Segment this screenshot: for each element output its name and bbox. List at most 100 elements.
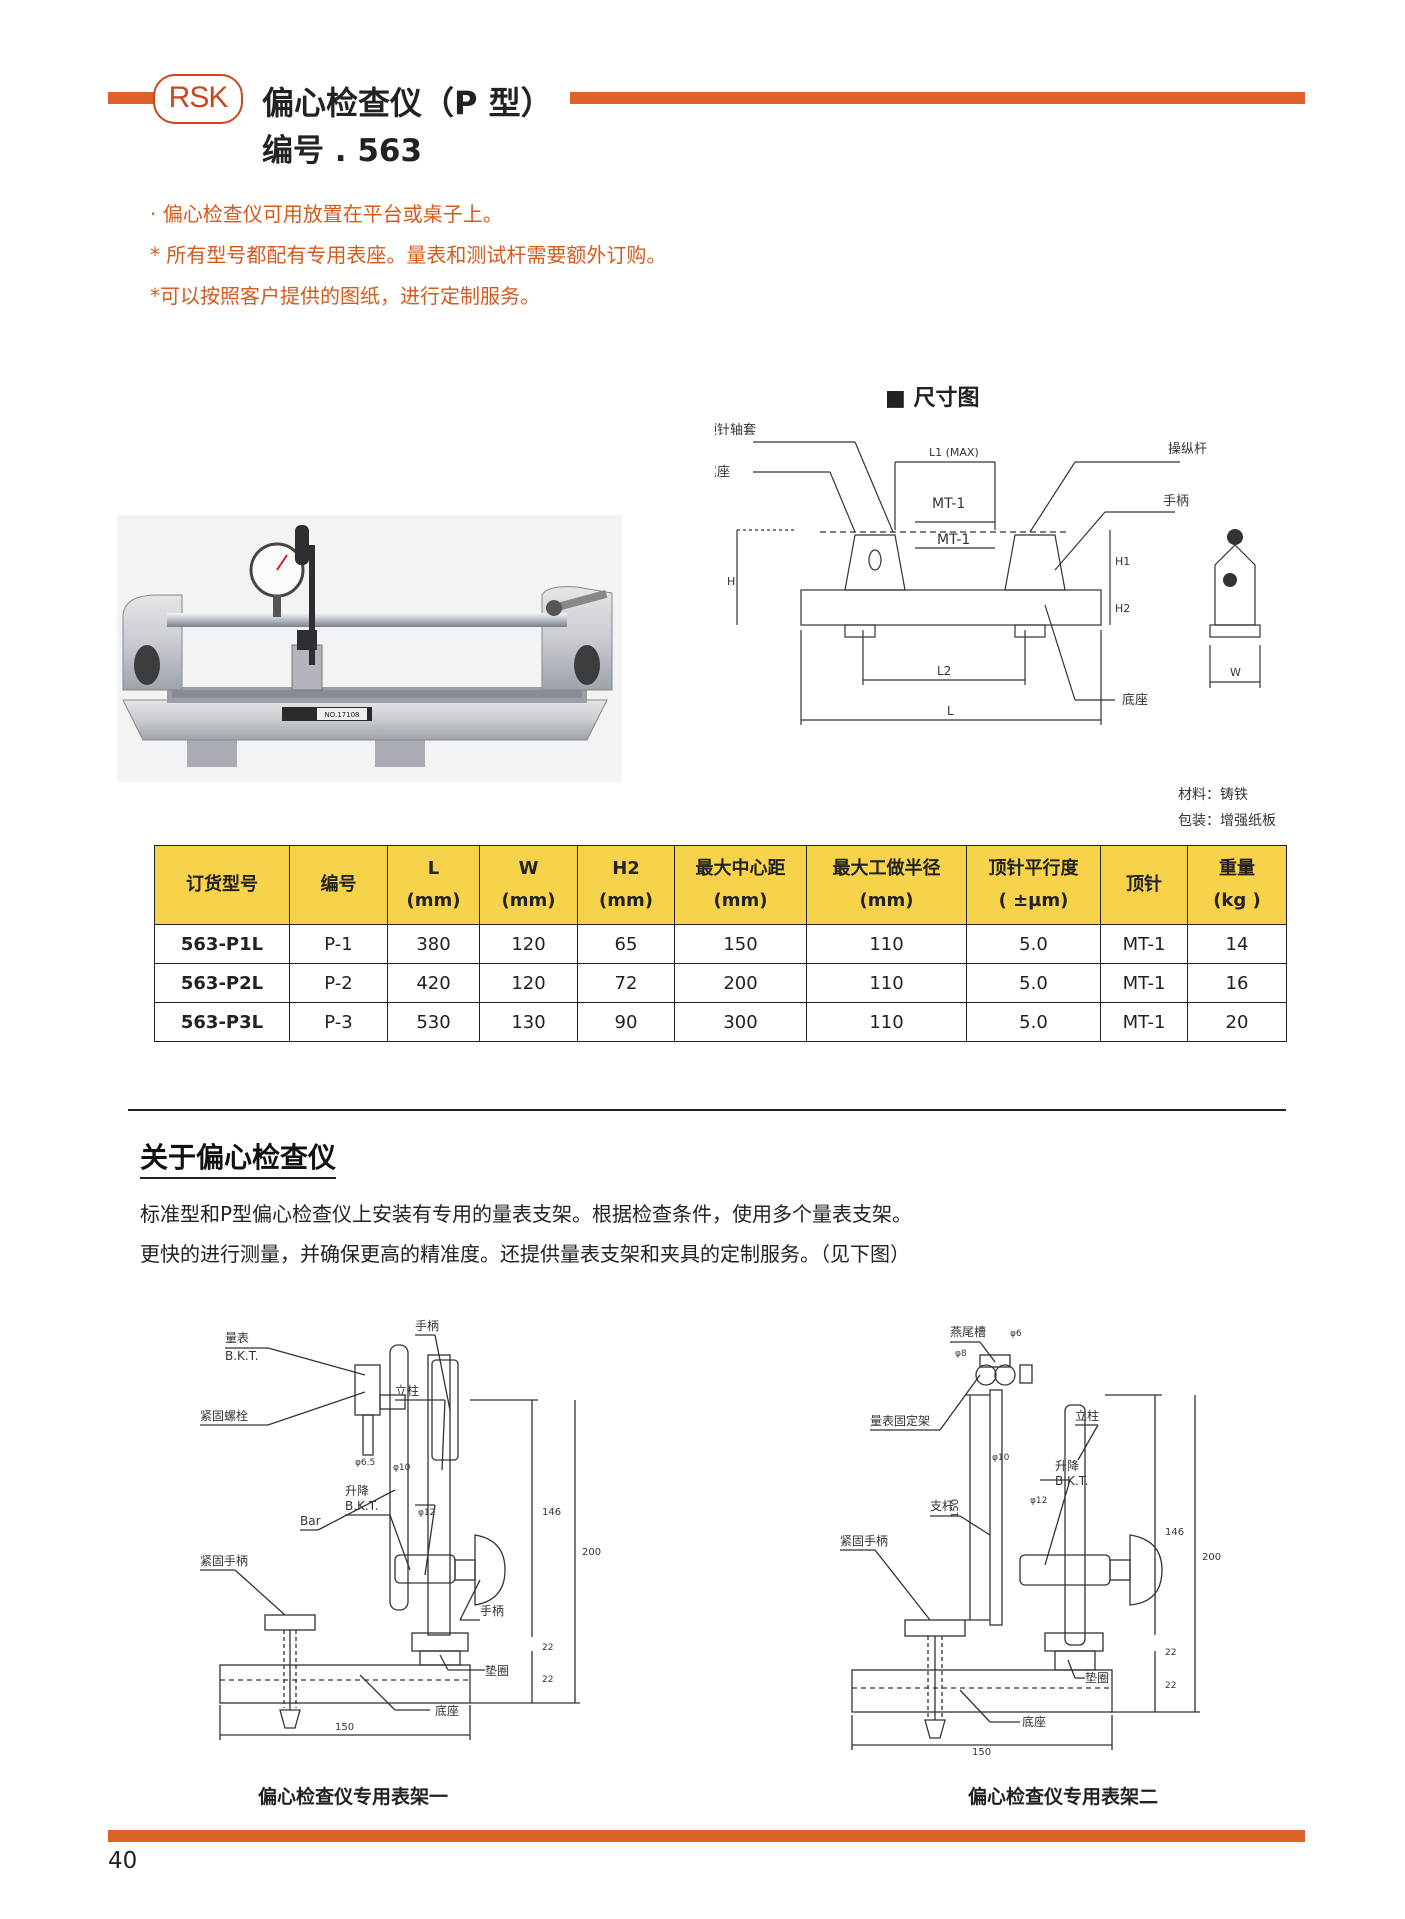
label-l2: L2	[937, 664, 951, 678]
bracket-2-drawing: 燕尾槽 φ6 φ8 量表固定架 立柱 φ10 150 升降 B.K.T. φ12…	[840, 1325, 1221, 1758]
label-mt1-bottom: MT-1	[937, 532, 970, 548]
product-photo: NO.17108	[117, 515, 622, 782]
photo-plate-text: NO.17108	[325, 711, 360, 719]
material-note: 材料：铸铁	[1178, 787, 1248, 803]
note-3: *可以按照客户提供的图纸，进行定制服务。	[150, 284, 540, 308]
label-h2: H2	[1115, 602, 1130, 615]
b2-phi8: φ8	[955, 1349, 967, 1359]
b2-d146: 146	[1165, 1527, 1184, 1538]
b1-phi10: φ10	[393, 1463, 411, 1473]
cell: 110	[806, 1002, 967, 1042]
page-subtitle: 编号 . 563	[262, 133, 423, 169]
label-base: 底座	[1122, 692, 1148, 708]
cell: 530	[387, 1002, 480, 1042]
col-l: L(mm)	[387, 845, 480, 925]
b1-bar: Bar	[300, 1514, 321, 1528]
b1-lift-bkt: B.K.T.	[345, 1499, 378, 1513]
b2-phi10: φ10	[992, 1453, 1010, 1463]
b1-lock-screw: 紧固螺栓	[200, 1408, 248, 1423]
cell: 120	[479, 963, 578, 1003]
col-max-radius: 最大工做半径(mm)	[806, 845, 967, 925]
dimension-drawing: 顶针轴套 尾座 L1 (MAX) MT-1 MT-1 操纵杆 手柄 H H1 H…	[715, 422, 1261, 725]
header-bar-left	[108, 92, 156, 104]
about-paragraph-1: 标准型和P型偏心检查仪上安装有专用的量表支架。根据检查条件，使用多个量表支架。	[140, 1202, 913, 1226]
b1-lock-handle: 紧固手柄	[200, 1554, 248, 1568]
col-order-model: 订货型号	[154, 845, 290, 925]
label-h: H	[727, 575, 735, 588]
b2-dovetail: 燕尾槽	[950, 1325, 986, 1339]
b2-d22a: 22	[1165, 1648, 1176, 1658]
cell: 380	[387, 924, 480, 964]
cell: 20	[1187, 1002, 1287, 1042]
cell: 130	[479, 1002, 578, 1042]
cell: P-1	[289, 924, 388, 964]
col-center: 顶针	[1100, 845, 1188, 925]
col-code: 编号	[289, 845, 388, 925]
cell: 110	[806, 963, 967, 1003]
b1-d22b: 22	[542, 1675, 553, 1685]
cell: MT-1	[1100, 963, 1188, 1003]
b1-d200: 200	[582, 1547, 601, 1558]
cell: 90	[577, 1002, 675, 1042]
cell: 200	[674, 963, 807, 1003]
bracket-1-caption: 偏心检查仪专用表架一	[258, 1786, 449, 1808]
cell: 300	[674, 1002, 807, 1042]
b1-phi65: φ6.5	[355, 1458, 375, 1468]
b1-base: 底座	[435, 1703, 459, 1718]
b2-base: 底座	[1022, 1714, 1046, 1729]
b1-d22a: 22	[542, 1643, 553, 1653]
footer-bar	[108, 1830, 1305, 1842]
cell: 563-P1L	[154, 924, 290, 964]
label-h1: H1	[1115, 555, 1130, 568]
b2-lift-bkt: B.K.T.	[1055, 1474, 1088, 1488]
b2-column: 立柱	[1075, 1408, 1099, 1423]
b2-gauge-holder: 量表固定架	[870, 1413, 930, 1428]
cell: 5.0	[966, 924, 1101, 964]
b1-d146: 146	[542, 1507, 561, 1518]
b2-d22b: 22	[1165, 1681, 1176, 1691]
section-divider	[128, 1109, 1286, 1111]
cell: 563-P3L	[154, 1002, 290, 1042]
b2-lock-handle: 紧固手柄	[840, 1534, 888, 1548]
page-number: 40	[108, 1848, 138, 1874]
label-w: W	[1230, 666, 1241, 679]
b2-d150v: 150	[950, 1499, 961, 1518]
bracket-2-caption: 偏心检查仪专用表架二	[968, 1786, 1159, 1808]
label-center-sleeve: 顶针轴套	[715, 422, 756, 438]
bracket-1-drawing: 量表 B.K.T. 紧固螺栓 φ6.5 φ10 Bar 手柄 立柱 升降 B.K…	[200, 1319, 601, 1740]
cell: P-3	[289, 1002, 388, 1042]
header-bar-right	[570, 92, 1305, 104]
about-paragraph-2: 更快的进行测量，并确保更高的精准度。还提供量表支架和夹具的定制服务。（见下图）	[140, 1242, 910, 1266]
col-parallelism: 顶针平行度( ±µm)	[966, 845, 1101, 925]
cell: 65	[577, 924, 675, 964]
col-max-center-distance: 最大中心距(mm)	[674, 845, 807, 925]
cell: 16	[1187, 963, 1287, 1003]
cell: 5.0	[966, 1002, 1101, 1042]
b1-gauge: 量表	[225, 1331, 249, 1345]
b1-handle-top: 手柄	[415, 1319, 439, 1333]
cell: 420	[387, 963, 480, 1003]
b2-rod: 支杆	[930, 1499, 954, 1513]
label-lever: 操纵杆	[1168, 441, 1207, 457]
b2-phi12: φ12	[1030, 1496, 1047, 1506]
b2-washer: 垫圈	[1085, 1670, 1109, 1685]
about-title: 关于偏心检查仪	[140, 1136, 337, 1179]
label-mt1-top: MT-1	[932, 496, 965, 512]
cell: MT-1	[1100, 1002, 1188, 1042]
cell: 5.0	[966, 963, 1101, 1003]
cell: MT-1	[1100, 924, 1188, 964]
spec-table: 订货型号 编号 L(mm) W(mm) H2(mm) 最大中心距(mm) 最大工…	[154, 845, 1287, 1042]
cell: 72	[577, 963, 675, 1003]
cell: 120	[479, 924, 578, 964]
b1-handle-bottom: 手柄	[480, 1604, 504, 1618]
b2-phi6: φ6	[1010, 1329, 1022, 1339]
packing-note: 包装：增强纸板	[1178, 813, 1276, 829]
label-tailstock: 尾座	[715, 465, 730, 480]
col-w: W(mm)	[479, 845, 578, 925]
cell: 14	[1187, 924, 1287, 964]
b1-d150: 150	[335, 1722, 354, 1733]
cell: P-2	[289, 963, 388, 1003]
cell: 563-P2L	[154, 963, 290, 1003]
b2-lift: 升降	[1055, 1459, 1079, 1473]
dimension-drawing-title: ■ 尺寸图	[885, 386, 980, 411]
